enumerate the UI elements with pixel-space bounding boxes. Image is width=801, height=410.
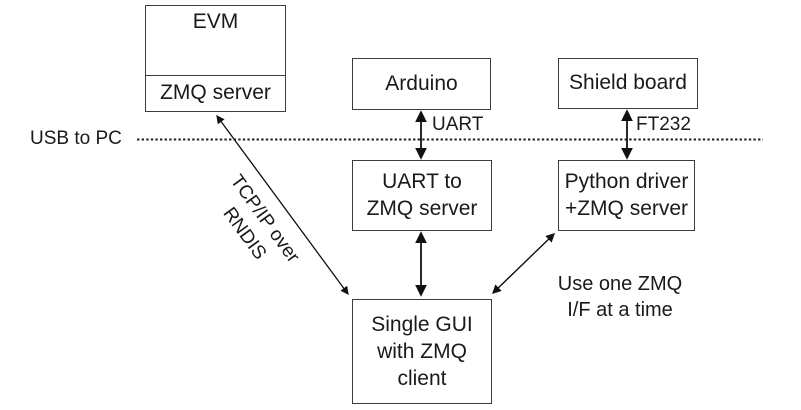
uart-edge-label: UART bbox=[432, 114, 484, 135]
ft232-edge-label: FT232 bbox=[636, 114, 691, 135]
uart-zmq-server-box-label: UART to ZMQ server bbox=[366, 170, 478, 220]
uart-zmq-server-box: UART to ZMQ server bbox=[352, 160, 492, 231]
single-gui-box: Single GUI with ZMQ client bbox=[352, 299, 492, 404]
evm-box: EVM ZMQ server bbox=[145, 5, 286, 112]
arduino-box: Arduino bbox=[352, 58, 491, 110]
arduino-box-label: Arduino bbox=[385, 71, 458, 95]
shield-board-box-label: Shield board bbox=[569, 71, 687, 95]
double-arrow-evm-gui bbox=[216, 114, 349, 296]
evm-box-title: EVM bbox=[192, 10, 239, 33]
single-gui-box-label: Single GUI with ZMQ client bbox=[371, 312, 473, 391]
usb-to-pc-label: USB to PC bbox=[30, 128, 122, 149]
evm-zmq-server-label: ZMQ server bbox=[160, 81, 271, 105]
python-driver-box-label: Python driver +ZMQ server bbox=[564, 170, 689, 220]
double-arrow-pythondriver-gui bbox=[492, 233, 555, 294]
shield-board-box: Shield board bbox=[558, 58, 698, 109]
evm-zmq-server-section: ZMQ server bbox=[146, 75, 285, 111]
python-driver-box: Python driver +ZMQ server bbox=[558, 160, 695, 231]
zmq-interface-note: Use one ZMQ I/F at a time bbox=[557, 273, 683, 322]
